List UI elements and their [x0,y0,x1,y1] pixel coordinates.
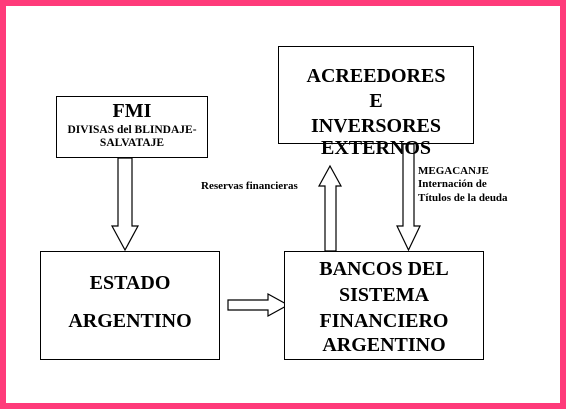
bancos-line1: BANCOS DEL [319,258,449,280]
label-reservas-financieras: Reservas financieras [201,180,298,192]
acreedores-line4: EXTERNOS [320,137,432,159]
arrow-estado-to-bancos [227,292,290,318]
bancos-box: BANCOS DEL SISTEMA FINANCIERO ARGENTINO [284,251,484,360]
acreedores-box: ACREEDORES E INVERSORES [278,46,474,144]
arrow-acreedores-to-bancos [396,143,421,252]
arrow-bancos-to-acreedores [317,164,343,252]
label-megacanje: MEGACANJE [418,165,489,177]
arrow-fmi-to-estado [110,157,140,252]
fmi-subtitle-line2: SALVATAJE [99,137,165,149]
acreedores-line2: E [369,90,383,112]
estado-box: ESTADO ARGENTINO [40,251,220,360]
bancos-line4: ARGENTINO [322,334,446,356]
fmi-subtitle-line1: DIVISAS del BLINDAJE- [67,124,197,136]
estado-line2: ARGENTINO [68,310,192,332]
acreedores-line3: INVERSORES [310,115,442,137]
bancos-line2: SISTEMA [338,284,430,306]
estado-line1: ESTADO [89,272,171,294]
label-titulos-deuda: Títulos de la deuda [418,192,508,204]
fmi-title: FMI [112,100,152,122]
fmi-box: FMI DIVISAS del BLINDAJE- SALVATAJE [56,96,208,158]
acreedores-line1: ACREEDORES [306,65,446,87]
bancos-line3: FINANCIERO [319,310,449,332]
label-internacion: Internación de [418,178,487,190]
